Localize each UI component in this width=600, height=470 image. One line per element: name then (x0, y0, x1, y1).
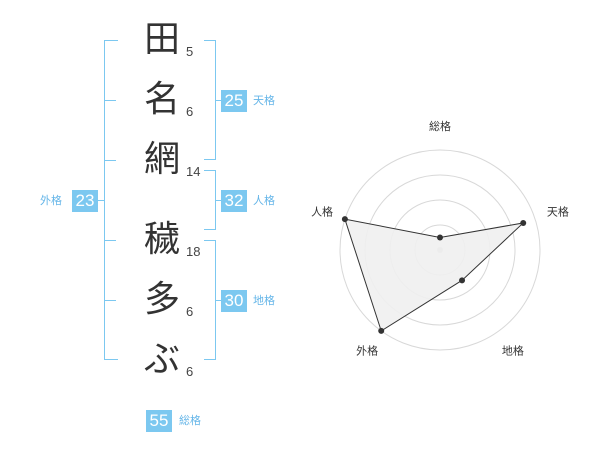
stroke-count-5: 6 (186, 304, 194, 319)
bracket-tick (104, 100, 116, 101)
radar-point (520, 219, 527, 226)
soukaku-label: 総格 (179, 414, 201, 427)
bracket-connector (215, 200, 221, 201)
radar-axis-label: 人格 (311, 205, 333, 219)
name-char-6: ぶ (143, 339, 180, 380)
radar-axis-label: 天格 (547, 205, 569, 219)
name-char-1: 田 (143, 19, 180, 60)
tenkaku-label: 天格 (253, 94, 275, 107)
name-char-2: 名 (143, 79, 180, 120)
gaikaku-badge: 23 (72, 190, 98, 212)
name-char-3: 網 (143, 139, 180, 180)
bracket-tick (104, 300, 116, 301)
radar-point (341, 216, 348, 223)
chikaku-badge: 30 (221, 290, 247, 312)
stroke-count-6: 6 (186, 364, 194, 379)
bracket-connector (98, 200, 105, 201)
name-char-4: 穢 (143, 219, 180, 260)
jinkaku-label: 人格 (253, 194, 275, 207)
radar-series-area (344, 218, 525, 332)
name-char-5: 多 (143, 279, 180, 320)
gaikaku-label: 外格 (40, 194, 62, 207)
stroke-count-3: 14 (186, 164, 201, 179)
radar-axis-label: 外格 (356, 343, 378, 357)
radar-axis-label: 総格 (429, 119, 451, 133)
radar-point (459, 277, 466, 284)
radar-point (437, 234, 443, 241)
soukaku-badge: 55 (146, 410, 172, 432)
tenkaku-badge: 25 (221, 90, 247, 112)
chikaku-label: 地格 (253, 294, 275, 307)
jinkaku-badge: 32 (221, 190, 247, 212)
radar-grid-ring (339, 149, 541, 351)
bracket-tick (104, 160, 116, 161)
stroke-count-1: 5 (186, 44, 194, 59)
bracket-tick (104, 240, 116, 241)
stroke-count-2: 6 (186, 104, 194, 119)
radar-point (378, 327, 385, 334)
radar-axis-label: 地格 (502, 343, 524, 357)
bracket-connector (215, 300, 221, 301)
stroke-count-4: 18 (186, 244, 201, 259)
bracket-connector (215, 100, 221, 101)
